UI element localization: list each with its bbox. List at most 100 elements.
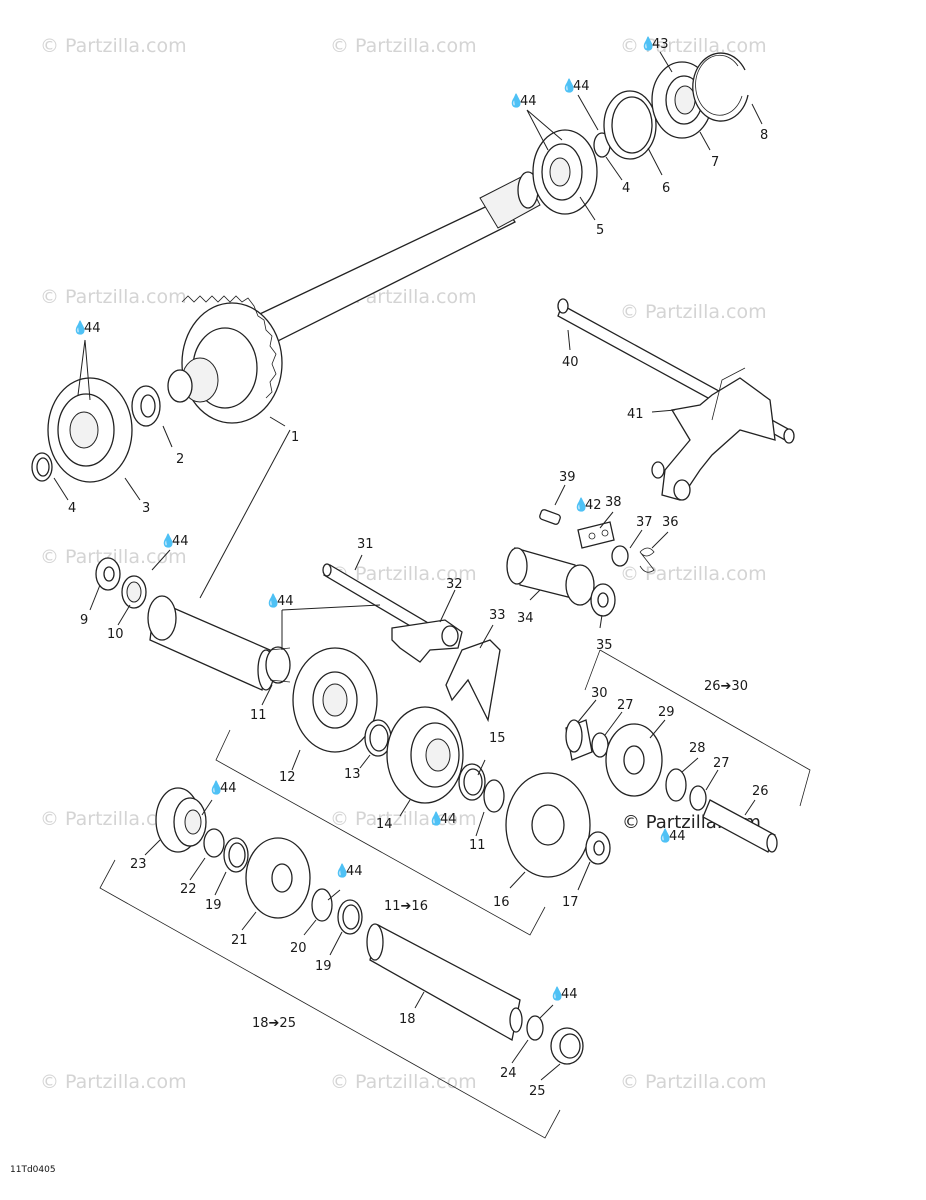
part-32-shift-fork [391, 619, 463, 663]
callout-13: 13 [344, 767, 361, 782]
callout-11: 11 [469, 838, 486, 853]
oil-mark-label: 43 [652, 37, 669, 52]
callout-27: 27 [617, 698, 634, 713]
oil-mark-label: 44 [561, 987, 578, 1002]
watermark: © Partzilla.com [40, 1071, 187, 1093]
callout-19: 19 [205, 898, 222, 913]
oil-mark-label: 44 [277, 594, 294, 609]
oil-drop-icon: 💧 [561, 78, 577, 94]
watermark: © Partzilla.com [620, 301, 767, 323]
part-5-bearing [532, 129, 598, 215]
callout-labels: 1 2 3 4 4 5 6 7 8 9 10 11 11 12 13 14 15… [68, 128, 769, 1099]
oil-drop-icon: 💧 [72, 320, 88, 336]
oil-drop-icon: 💧 [428, 811, 444, 827]
part-13-ring [364, 719, 392, 757]
part-14-gear [386, 706, 464, 804]
watermark: © Partzilla.com [40, 286, 187, 308]
callout-5: 5 [596, 223, 604, 238]
oil-drop-icon: 💧 [549, 986, 565, 1002]
leader-lines [53, 51, 763, 1081]
part-9-washer [95, 557, 121, 591]
part-17-washer [585, 831, 611, 865]
callout-9: 9 [80, 613, 88, 628]
oil-mark-label: 44 [520, 94, 537, 109]
oil-drop-icon: 💧 [208, 780, 224, 796]
oil-drop-icon: 💧 [573, 497, 589, 513]
part-18-countershaft [366, 923, 523, 1042]
callout-7: 7 [711, 155, 719, 170]
oil-mark-label: 44 [346, 864, 363, 879]
oil-drop-icon: 💧 [640, 36, 656, 52]
callout-4: 4 [68, 501, 76, 516]
group-brackets [99, 649, 811, 1139]
part-30-bushing [565, 719, 593, 761]
callout-41: 41 [627, 407, 644, 422]
callout-14: 14 [376, 817, 393, 832]
callout-32: 32 [446, 577, 463, 592]
part-12-gear [292, 647, 378, 753]
part-33-shift-fork [445, 639, 501, 723]
oil-drop-icon: 💧 [508, 93, 524, 109]
callout-30: 30 [591, 686, 608, 701]
callout-37: 37 [636, 515, 653, 530]
callout-22: 22 [180, 882, 197, 897]
part-23-gear [155, 787, 207, 853]
part-34-shift-drum [506, 547, 595, 606]
part-35-washer [590, 583, 616, 617]
callout-28: 28 [689, 741, 706, 756]
oil-mark-label: 42 [585, 498, 602, 513]
callout-26: 26 [752, 784, 769, 799]
callout-1: 1 [291, 430, 299, 445]
part-20-needle-bearing [311, 888, 333, 922]
part-25-bushing [550, 1027, 584, 1065]
drawing-reference: 11Td0405 [10, 1165, 56, 1175]
oil-mark-label: 44 [440, 812, 457, 827]
part-27-ring [591, 732, 609, 758]
part-16-gear [505, 772, 591, 878]
part-11-needle-bearing-b [483, 779, 505, 813]
group-label-18-25: 18➔25 [252, 1016, 296, 1031]
watermark: © Partzilla.com [620, 35, 767, 57]
callout-10: 10 [107, 627, 124, 642]
oil-mark-label: 44 [172, 534, 189, 549]
callout-27: 27 [713, 756, 730, 771]
callout-8: 8 [760, 128, 768, 143]
oil-mark-label: 44 [669, 829, 686, 844]
part-2-washer [131, 385, 161, 427]
callout-21: 21 [231, 933, 248, 948]
callout-34: 34 [517, 611, 534, 626]
callout-23: 23 [130, 857, 147, 872]
part-24-ring [526, 1015, 544, 1041]
callout-33: 33 [489, 608, 506, 623]
bracket-26-30-left [584, 649, 601, 691]
bracket-26-30 [599, 649, 811, 807]
oil-mark-label: 44 [573, 79, 590, 94]
watermark: © Partzilla.com [620, 563, 767, 585]
bracket-18-25 [99, 859, 561, 1139]
callout-20: 20 [290, 941, 307, 956]
part-22-ring [203, 828, 225, 858]
watermark: © Partzilla.com [620, 1071, 767, 1093]
callout-17: 17 [562, 895, 579, 910]
part-1-shaft-gear [167, 171, 541, 424]
part-41-shift-lever [651, 367, 776, 501]
callout-4: 4 [622, 181, 630, 196]
part-6-ring [603, 90, 657, 160]
part-3-bearing [47, 377, 133, 483]
callout-2: 2 [176, 452, 184, 467]
oil-marks: 💧 44 💧 44 💧 44 💧 43 💧 44 💧 42 💧 44 💧 44 … [72, 36, 686, 1002]
callout-38: 38 [605, 495, 622, 510]
callout-18: 18 [399, 1012, 416, 1027]
part-19-ring [223, 837, 249, 873]
callout-15: 15 [489, 731, 506, 746]
part-input-shaft [147, 595, 275, 691]
callout-11: 11 [250, 708, 267, 723]
part-4-ring [31, 452, 53, 482]
part-10-bearing [121, 575, 147, 609]
part-27-ring-b [689, 785, 707, 811]
watermark: © Partzilla.com [40, 546, 187, 568]
oil-drop-icon: 💧 [334, 863, 350, 879]
part-28-needle-bearing [665, 768, 687, 802]
callout-31: 31 [357, 537, 374, 552]
